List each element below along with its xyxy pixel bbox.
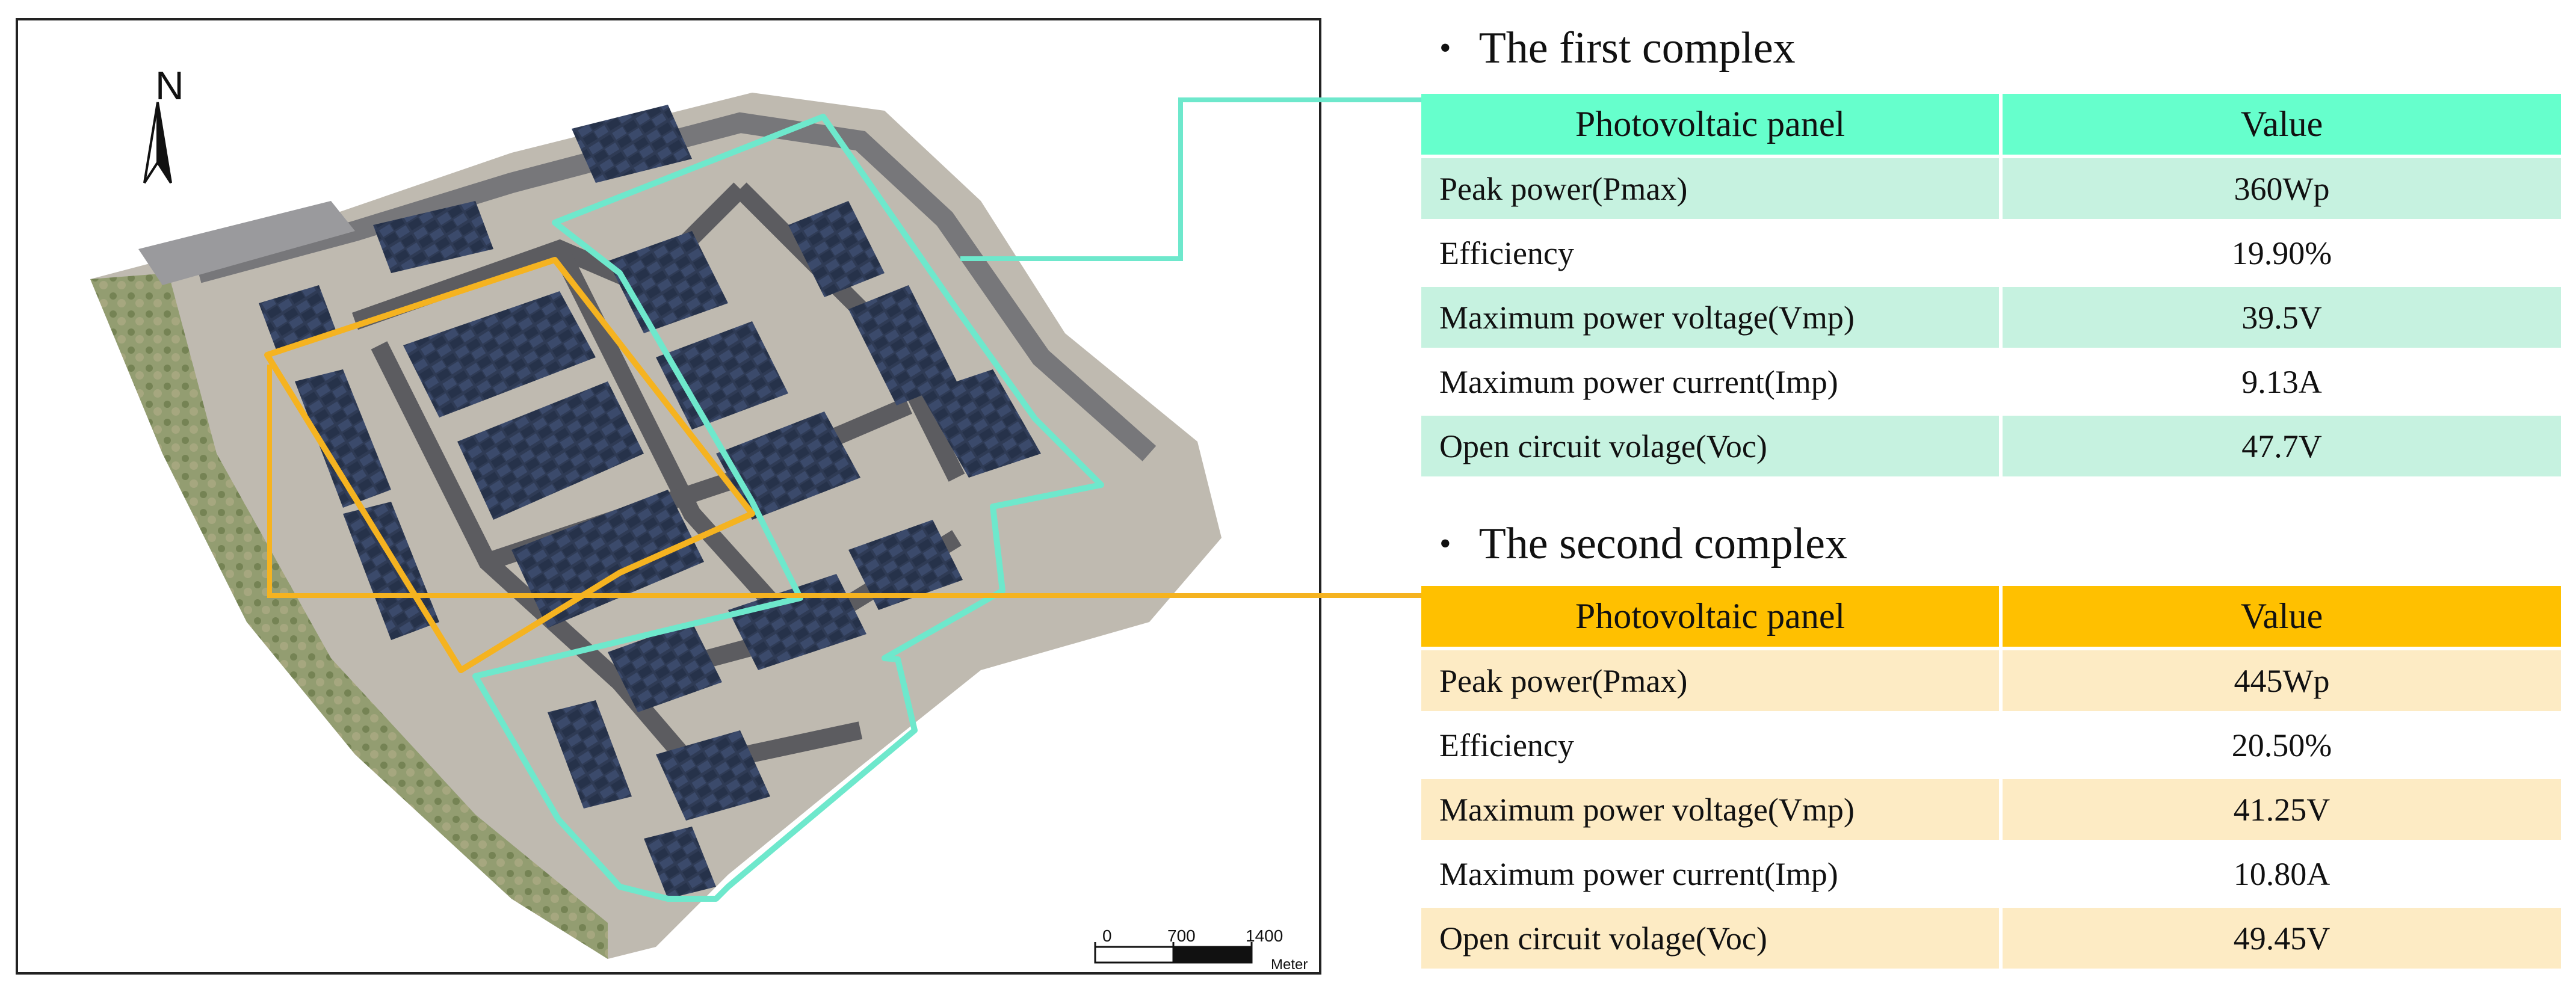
table-row: Maximum power current(Imp) 10.80A xyxy=(1421,843,2561,904)
north-arrow-icon xyxy=(143,102,172,184)
parking-lot xyxy=(138,201,355,285)
header-value: Value xyxy=(1999,586,2561,647)
vegetation-strip xyxy=(90,273,608,959)
outer-road xyxy=(196,112,1157,461)
table-row: Maximum power current(Imp) 9.13A xyxy=(1421,351,2561,412)
first-complex-title: •The first complex xyxy=(1439,23,1796,73)
scale-unit: Meter xyxy=(1271,957,1308,973)
first-complex-table: Photovoltaic panel Value Peak power(Pmax… xyxy=(1421,90,2561,480)
table-row: Efficiency 19.90% xyxy=(1421,223,2561,283)
aerial-map xyxy=(90,93,1253,964)
rooftop-blocks xyxy=(259,105,1041,899)
table-row: Peak power(Pmax) 445Wp xyxy=(1421,650,2561,711)
table-header-row: Photovoltaic panel Value xyxy=(1421,94,2561,155)
header-panel: Photovoltaic panel xyxy=(1421,586,1999,647)
scale-tick-0: 0 xyxy=(1102,926,1112,945)
table-row: Peak power(Pmax) 360Wp xyxy=(1421,158,2561,219)
scale-bar xyxy=(1094,942,1253,964)
first-complex-connector xyxy=(960,97,1421,261)
table-row: Open circuit volage(Voc) 49.45V xyxy=(1421,908,2561,969)
first-complex-boundary xyxy=(472,114,1104,902)
header-panel: Photovoltaic panel xyxy=(1421,94,1999,155)
north-label: N xyxy=(155,63,184,108)
second-complex-boundary xyxy=(264,257,755,673)
table-header-row: Photovoltaic panel Value xyxy=(1421,586,2561,647)
second-complex-table: Photovoltaic panel Value Peak power(Pmax… xyxy=(1421,582,2561,972)
second-complex-connector xyxy=(267,365,1421,598)
table-row: Maximum power voltage(Vmp) 41.25V xyxy=(1421,779,2561,840)
scale-tick-700: 700 xyxy=(1167,926,1196,945)
second-complex-title: •The second complex xyxy=(1439,519,1847,568)
table-row: Maximum power voltage(Vmp) 39.5V xyxy=(1421,287,2561,348)
aerial-map-panel: N 0 700 1400 Meter xyxy=(16,18,1321,975)
header-value: Value xyxy=(1999,94,2561,155)
table-row: Open circuit volage(Voc) 47.7V xyxy=(1421,416,2561,476)
table-row: Efficiency 20.50% xyxy=(1421,715,2561,775)
scale-tick-1400: 1400 xyxy=(1246,926,1283,945)
